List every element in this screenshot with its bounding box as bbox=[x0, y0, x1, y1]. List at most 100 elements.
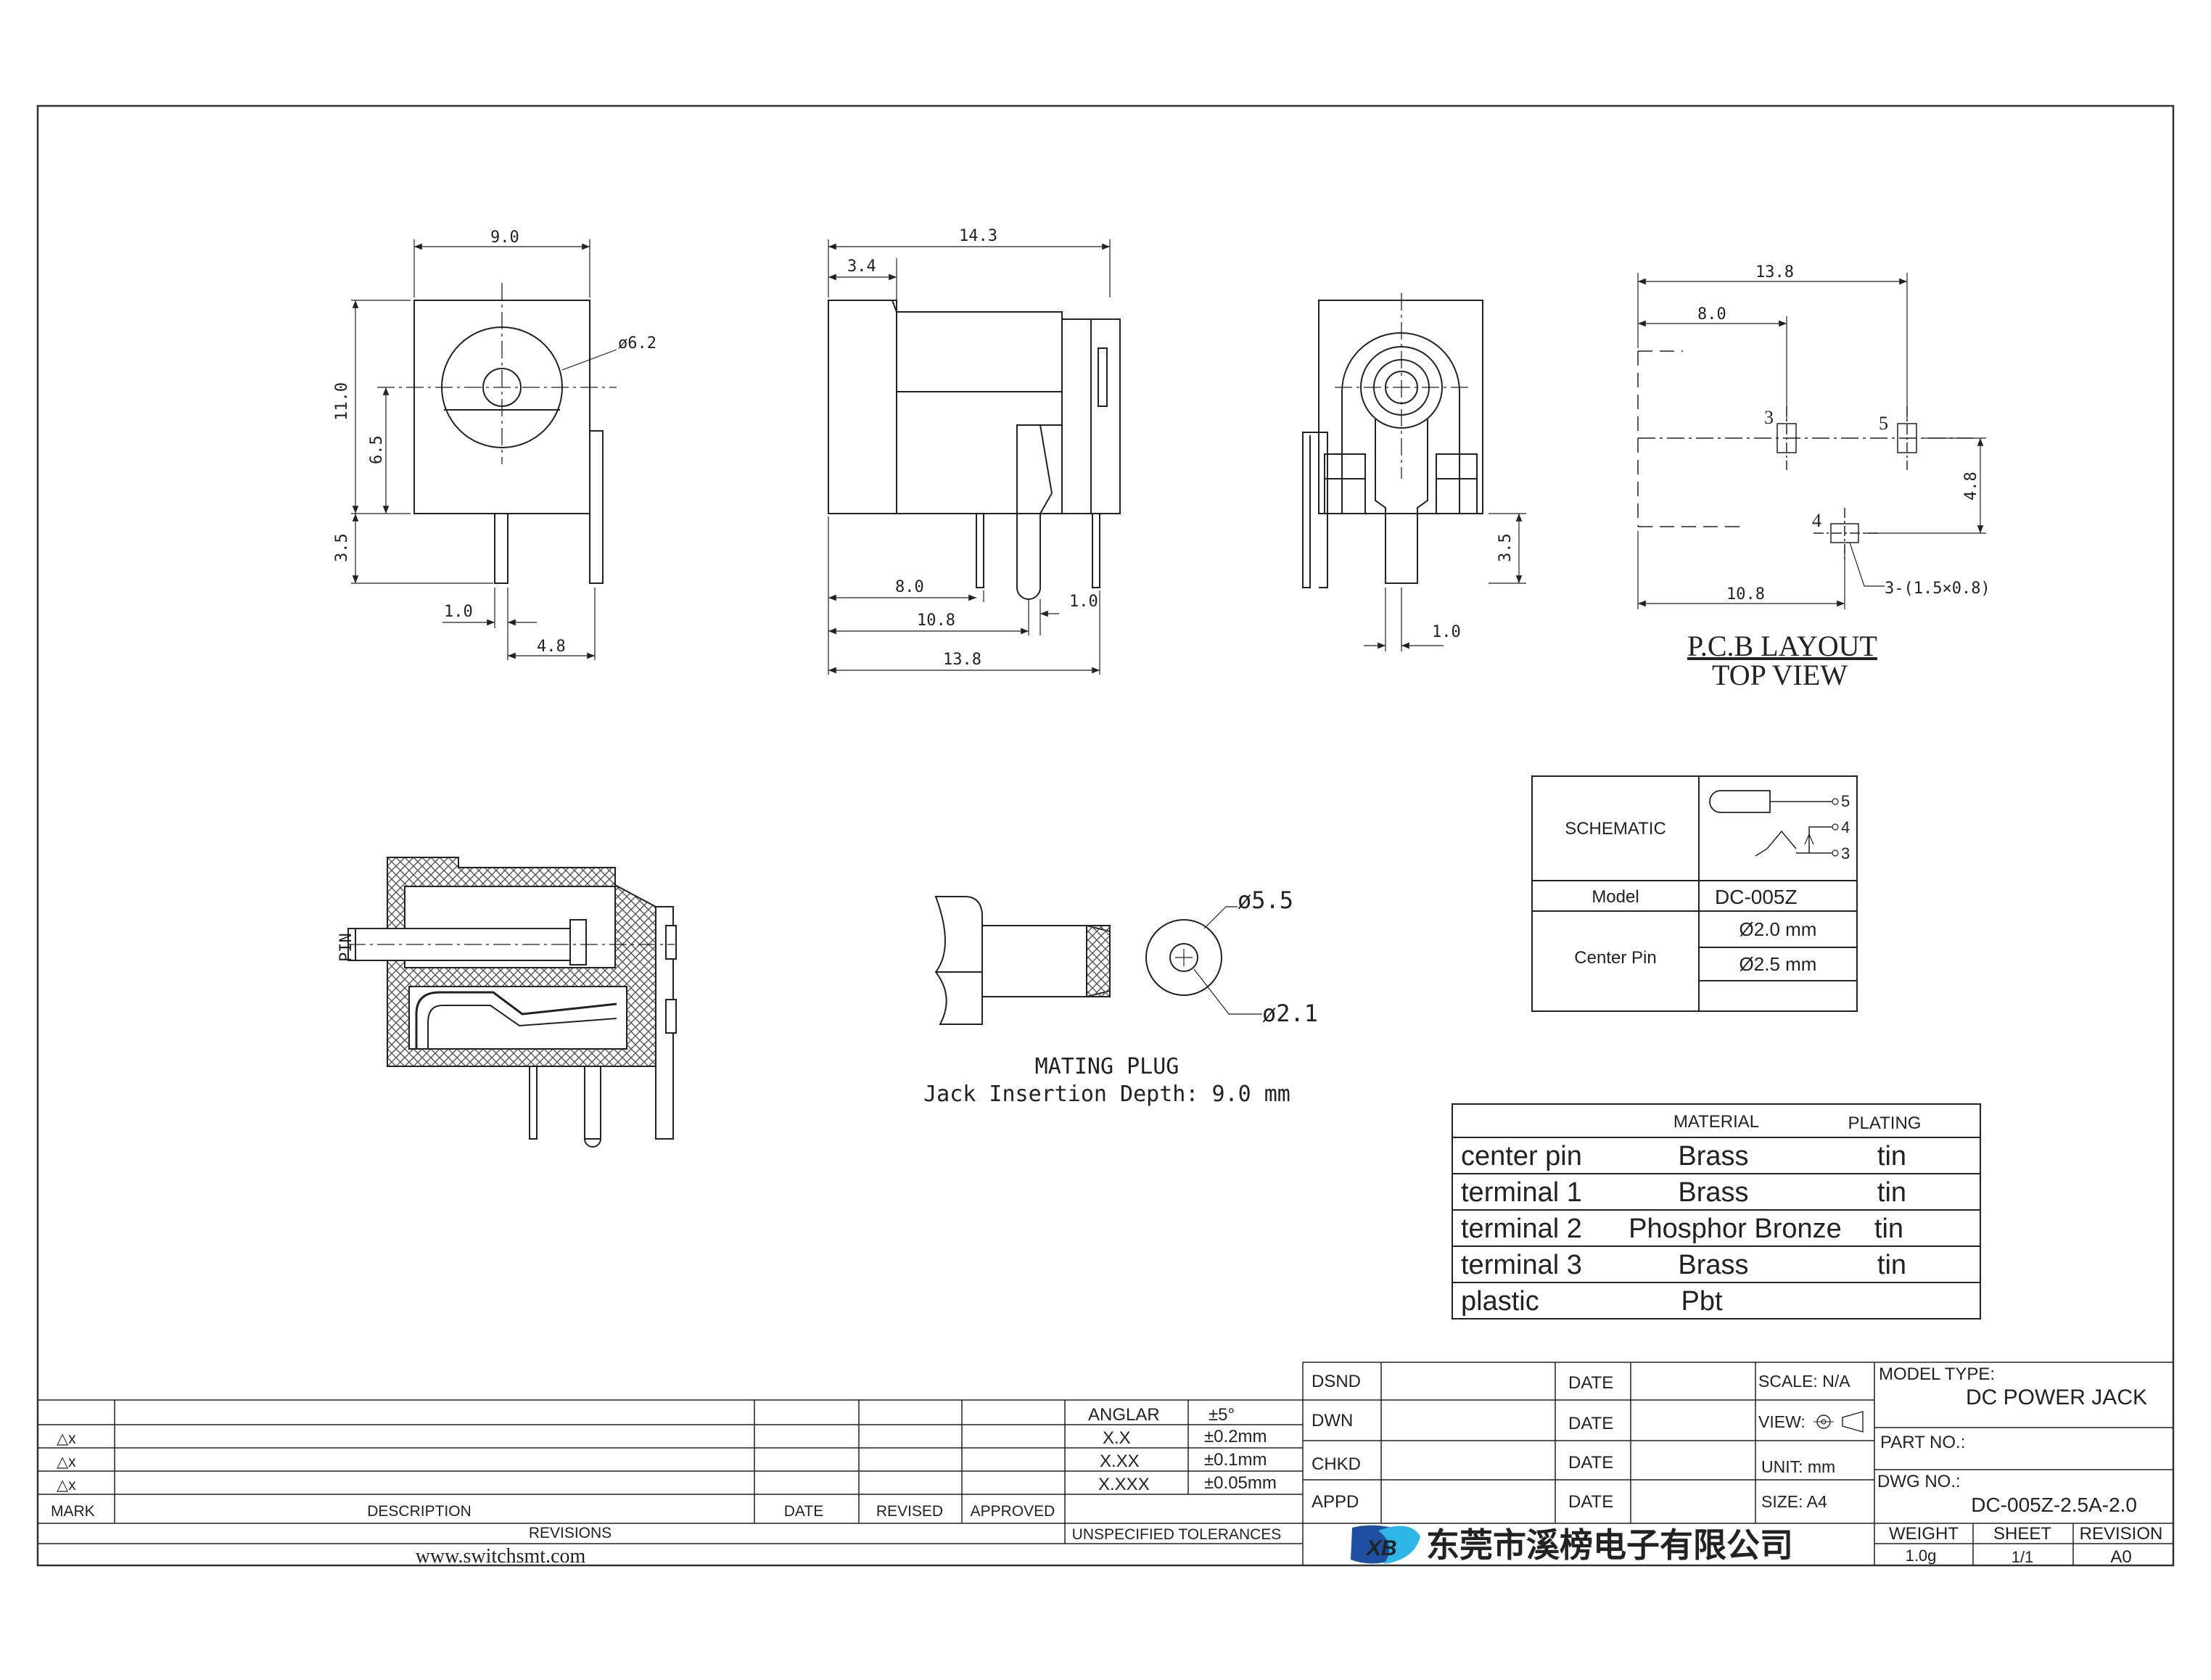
signoff-chkd: CHKD bbox=[1312, 1454, 1361, 1474]
material-row-1-material: Brass bbox=[1678, 1141, 1748, 1172]
revisions-revised-header: REVISED bbox=[876, 1503, 943, 1520]
material-row-2-part: terminal 1 bbox=[1461, 1177, 1582, 1208]
schematic-label: SCHEMATIC bbox=[1565, 819, 1666, 839]
signoff-date-4: DATE bbox=[1568, 1492, 1613, 1512]
dim-height: 11.0 bbox=[333, 382, 351, 421]
size: SIZE: A4 bbox=[1761, 1492, 1827, 1511]
center-pin-value-2: Ø2.5 mm bbox=[1739, 953, 1817, 975]
pcb-dim-10: 10.8 bbox=[1726, 585, 1765, 604]
dwg-no-value: DC-005Z-2.5A-2.0 bbox=[1971, 1494, 2137, 1516]
pad-3-label: 3 bbox=[1764, 407, 1774, 428]
dim-pin-width: 1.0 bbox=[444, 603, 473, 621]
model-value: DC-005Z bbox=[1715, 886, 1798, 908]
material-row-3-plating: tin bbox=[1874, 1214, 1903, 1244]
signoff-dsnd: DSND bbox=[1312, 1372, 1361, 1391]
dim-pin-offset: 4.8 bbox=[537, 638, 566, 656]
material-row-2-material: Brass bbox=[1678, 1177, 1748, 1208]
mating-plug bbox=[934, 896, 1262, 1025]
dim-rear-pin-width: 1.0 bbox=[1432, 623, 1461, 641]
revisions-text: △x △x △x MARK DESCRIPTION DATE REVISED A… bbox=[51, 1405, 1281, 1568]
signoff-date-1: DATE bbox=[1568, 1373, 1613, 1393]
material-table bbox=[1452, 1103, 1981, 1319]
material-header: MATERIAL bbox=[1673, 1112, 1759, 1132]
schematic-table-labels: SCHEMATIC 5 4 3 Model DC-005Z Center Pin… bbox=[1565, 792, 1850, 975]
signoff-appd: APPD bbox=[1312, 1492, 1359, 1512]
side-view bbox=[828, 239, 1121, 675]
rear-view bbox=[1302, 293, 1526, 651]
tol-xx-label: X.X bbox=[1103, 1428, 1131, 1448]
rear-view-labels: 3.5 1.0 bbox=[1432, 533, 1515, 641]
tol-xxx-value: ±0.1mm bbox=[1204, 1450, 1267, 1470]
tol-xxxx-label: X.XXX bbox=[1098, 1475, 1150, 1494]
material-row-2-plating: tin bbox=[1877, 1177, 1906, 1208]
revisions-mark-header: MARK bbox=[51, 1503, 95, 1520]
side-view-labels: 14.3 3.4 8.0 10.8 13.8 1.0 bbox=[847, 227, 1098, 669]
company-logo: XB bbox=[1351, 1525, 1420, 1564]
dim-13: 13.8 bbox=[943, 651, 981, 669]
scale: SCALE: N/A bbox=[1758, 1372, 1850, 1391]
pcb-dim-13: 13.8 bbox=[1755, 263, 1794, 281]
company-name: 东莞市溪榜电子有限公司 bbox=[1426, 1525, 1793, 1565]
dim-front: 3.4 bbox=[847, 258, 876, 276]
pcb-dim-48: 4.8 bbox=[1962, 472, 1980, 501]
model-type-value: DC POWER JACK bbox=[1966, 1385, 2147, 1409]
pad-5-label: 5 bbox=[1879, 413, 1888, 434]
pcb-title: P.C.B LAYOUT bbox=[1687, 630, 1877, 662]
tol-anglar-value: ±5° bbox=[1209, 1405, 1235, 1425]
revision-label: REVISION bbox=[2080, 1524, 2163, 1544]
plug-dia-outer: ø5.5 bbox=[1238, 886, 1293, 914]
title-block-text: MODEL TYPE: DC POWER JACK PART NO.: DWG … bbox=[1877, 1364, 2162, 1567]
pad-4-label: 4 bbox=[1812, 510, 1821, 531]
revisions-approved-header: APPROVED bbox=[971, 1503, 1055, 1520]
front-view-labels: 9.0 ø6.2 11.0 6.5 3.5 1.0 4.8 bbox=[333, 228, 656, 656]
sheet-label: SHEET bbox=[1993, 1524, 2051, 1544]
dim-8: 8.0 bbox=[895, 578, 924, 596]
signoff-date-3: DATE bbox=[1568, 1453, 1613, 1473]
revision-mark-2: △x bbox=[57, 1454, 76, 1470]
dim-length: 14.3 bbox=[959, 227, 997, 245]
signoff-dwn: DWN bbox=[1312, 1411, 1353, 1430]
material-row-5-part: plastic bbox=[1461, 1286, 1539, 1317]
pcb-dim-8: 8.0 bbox=[1697, 305, 1726, 324]
dim-center: 6.5 bbox=[368, 435, 386, 464]
part-no-label: PART NO.: bbox=[1880, 1433, 1965, 1452]
dwg-no-label: DWG NO.: bbox=[1877, 1472, 1961, 1491]
sheet-value: 1/1 bbox=[2012, 1548, 2034, 1566]
signoff-date-2: DATE bbox=[1568, 1414, 1613, 1433]
pin-label: PIN bbox=[337, 933, 355, 962]
sheet-border bbox=[36, 104, 2175, 1567]
mating-plug-labels: ø5.5 ø2.1 MATING PLUG Jack Insertion Dep… bbox=[923, 886, 1318, 1107]
section-view-labels: PIN bbox=[337, 933, 355, 962]
material-row-4-part: terminal 3 bbox=[1461, 1250, 1582, 1280]
section-view bbox=[347, 857, 677, 1148]
plug-dia-inner: ø2.1 bbox=[1262, 1000, 1318, 1027]
pcb-layout-labels: 13.8 8.0 4.8 10.8 3 5 4 3-(1.5×0.8) P.C.… bbox=[1687, 263, 1990, 691]
plug-title: MATING PLUG bbox=[1035, 1054, 1179, 1079]
signoff-text: DSND DWN CHKD APPD DATE DATE DATE DATE S… bbox=[1312, 1372, 1850, 1512]
revisions-date-header: DATE bbox=[784, 1503, 823, 1520]
dim-10: 10.8 bbox=[917, 612, 955, 630]
unit: UNIT: mm bbox=[1761, 1457, 1835, 1476]
signoff-block bbox=[1303, 1362, 2173, 1565]
front-view bbox=[351, 239, 617, 660]
material-row-1-plating: tin bbox=[1877, 1141, 1906, 1172]
logo-letters: XB bbox=[1365, 1536, 1397, 1560]
material-table-text: MATERIAL PLATING center pin Brass tin te… bbox=[1461, 1112, 1921, 1317]
revisions-block bbox=[38, 1362, 1304, 1565]
dim-pin-w: 1.0 bbox=[1069, 593, 1098, 611]
schematic-table bbox=[1531, 775, 1858, 1012]
revision-value: A0 bbox=[2110, 1547, 2131, 1567]
revisions-description-header: DESCRIPTION bbox=[367, 1503, 472, 1520]
tol-anglar-label: ANGLAR bbox=[1088, 1405, 1160, 1425]
schematic-pin-5: 5 bbox=[1841, 792, 1850, 810]
dim-diameter: ø6.2 bbox=[618, 334, 656, 353]
revision-mark-3: △x bbox=[57, 1477, 76, 1494]
plug-subtitle: Jack Insertion Depth: 9.0 mm bbox=[923, 1082, 1290, 1107]
pcb-subtitle: TOP VIEW bbox=[1712, 659, 1848, 691]
revisions-section-label: REVISIONS bbox=[529, 1525, 612, 1541]
material-row-1-part: center pin bbox=[1461, 1141, 1582, 1172]
schematic-pin-3: 3 bbox=[1841, 844, 1850, 862]
material-row-3-material: Phosphor Bronze bbox=[1629, 1214, 1842, 1244]
pcb-layout bbox=[1637, 273, 1986, 609]
